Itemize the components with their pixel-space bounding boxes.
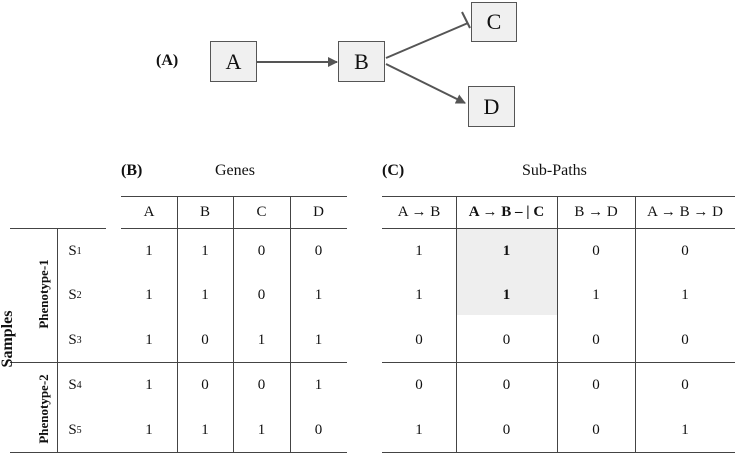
genes-col-div-1 [177,196,178,453]
node-d: D [468,86,515,127]
genes-cell-r3-c3: 1 [257,331,266,348]
panel-b-title: Genes [215,162,255,179]
subpath-cell-r5-c4: 1 [681,421,689,438]
genes-cell-r1-c2: 1 [201,242,209,259]
subpath-cell-r5-c1: 1 [415,421,423,438]
bottom-border [10,452,347,453]
bottom-border-c [382,452,735,453]
subpaths-col-div-1 [456,196,457,453]
genes-cell-r2-c3: 0 [257,286,266,303]
genes-header-border [121,228,347,229]
subpath-cell-r3-c2: 0 [502,331,511,348]
genes-cell-r2-c1: 1 [145,286,153,303]
genes-cell-r4-c4: 1 [314,376,323,393]
genes-cell-r4-c2: 0 [201,376,209,393]
genes-cell-r1-c4: 0 [314,242,323,259]
genes-cell-r3-c1: 1 [145,331,153,348]
genes-cell-r2-c4: 1 [314,286,323,303]
genes-cell-r5-c4: 0 [314,421,323,438]
genes-cell-r2-c2: 1 [201,286,209,303]
genes-col-div-2 [233,196,234,453]
genes-top-border [121,196,347,197]
subpath-cell-r1-c4: 0 [681,242,689,259]
subpath-header-a-b-d: A → B → D [647,204,723,220]
genes-cell-r5-c1: 1 [145,421,153,438]
samples-top-border [10,228,106,229]
phenotype-divider [10,362,347,363]
genes-col-div-3 [290,196,291,453]
subpath-header-a-b: A → B [397,204,441,220]
samples-axis-label: Samples [0,310,16,368]
subpaths-top-border [382,196,735,197]
genes-header-d: D [313,204,324,220]
subpath-header-a-b-inhibits-c: A → B – | C [468,204,545,220]
node-b: B [338,41,385,82]
subpaths-col-div-2 [557,196,558,453]
genes-header-a: A [143,204,155,220]
pathway-edges [257,11,471,104]
subpath-cell-r5-c3: 0 [592,421,600,438]
genes-cell-r1-c1: 1 [145,242,153,259]
subpath-cell-r2-c1: 1 [415,286,423,303]
subpath-cell-r1-c2: 1 [502,242,511,259]
subpath-cell-r4-c2: 0 [502,376,511,393]
subpath-cell-r3-c4: 0 [681,331,689,348]
panel-c-title: Sub-Paths [522,162,587,179]
genes-cell-r5-c2: 1 [201,421,209,438]
genes-cell-r3-c4: 1 [314,331,323,348]
node-c: C [471,2,517,42]
inhibition-bar [461,11,471,29]
genes-cell-r4-c3: 0 [257,376,266,393]
subpaths-header-border [382,228,735,229]
subpath-cell-r4-c3: 0 [592,376,600,393]
highlight-region [456,229,557,315]
subpath-cell-r5-c2: 0 [502,421,511,438]
subpath-cell-r1-c3: 0 [592,242,600,259]
genes-header-c: C [256,204,267,220]
genes-cell-r1-c3: 0 [257,242,266,259]
group-label-phenotype-1: Phenotype-1 [36,259,51,329]
panel-a-label: (A) [156,52,179,69]
group-divider [57,228,58,453]
subpath-cell-r4-c1: 0 [415,376,423,393]
subpath-cell-r2-c4: 1 [681,286,689,303]
subpath-header-b-d: B → D [574,204,618,220]
edge-b-inhibits-c [385,22,469,59]
subpath-cell-r3-c3: 0 [592,331,600,348]
subpath-cell-r2-c3: 1 [592,286,600,303]
group-label-phenotype-2: Phenotype-2 [36,374,51,444]
genes-cell-r4-c1: 1 [145,376,153,393]
genes-cell-r5-c3: 1 [257,421,266,438]
genes-cell-r3-c2: 0 [201,331,209,348]
panel-b-label: (B) [121,162,143,179]
genes-header-b: B [199,204,210,220]
subpath-cell-r3-c1: 0 [415,331,423,348]
edge-b-to-d [385,63,466,104]
subpaths-col-div-3 [635,196,636,453]
node-a: A [210,41,257,82]
panel-c-label: (C) [382,162,405,179]
subpath-cell-r2-c2: 1 [502,286,511,303]
subpath-cell-r1-c1: 1 [415,242,423,259]
subpath-cell-r4-c4: 0 [681,376,689,393]
phenotype-divider-c [382,362,735,363]
